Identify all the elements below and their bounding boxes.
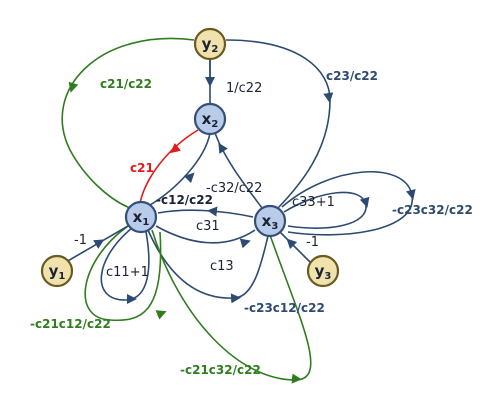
node-x3-sub: 3 [271, 221, 278, 232]
node-y3-base: y [315, 262, 325, 280]
node-y2-sub: 2 [211, 44, 218, 55]
edge-x2-x1 [139, 129, 199, 204]
node-y3: y3 [306, 254, 340, 288]
svg-text:y3: y3 [315, 262, 332, 282]
label-x3-outer-loop: -c23c32/c22 [392, 203, 473, 217]
node-x1-sub: 1 [142, 217, 149, 228]
edge-x1-green-loop [84, 225, 162, 322]
edge-y2-x1 [61, 37, 195, 209]
label-x1-x3: c13 [210, 259, 234, 274]
label-x1-x3-lower: -c23c12/c22 [244, 301, 325, 315]
svg-text:y1: y1 [49, 262, 66, 282]
label-x2-x1: c21 [130, 161, 154, 175]
node-x1: x1 [124, 200, 158, 234]
edge-x1-x3 [155, 225, 256, 244]
svg-text:x2: x2 [202, 110, 219, 130]
node-x3: x3 [253, 204, 287, 238]
node-x1-base: x [133, 208, 143, 226]
label-x1-green-loop: -c21c12/c22 [30, 317, 111, 331]
edge-x1-x3-arrow [239, 238, 251, 249]
edge-x1-self-loop [100, 227, 150, 301]
label-y1-x1: -1 [74, 233, 87, 248]
node-x3-base: x [262, 212, 272, 230]
node-y1: y1 [40, 254, 74, 288]
label-x3-x1: c31 [196, 219, 220, 234]
label-x1-self-loop: c11+1 [106, 265, 149, 280]
label-x3-x2: -c32/c22 [206, 181, 262, 196]
svg-text:x3: x3 [262, 212, 279, 232]
label-y2-x2: 1/c22 [226, 81, 262, 96]
label-y2-x1: c21/c22 [100, 77, 152, 91]
node-y1-sub: 1 [58, 271, 65, 282]
label-y2-x3: c23/c22 [326, 69, 378, 83]
label-x3-self-loop: c33+1 [292, 195, 335, 210]
edge-x1-green-loop-arrow [155, 310, 167, 320]
node-x2-base: x [202, 110, 212, 128]
label-x3-x1-green: -c21c32/c22 [180, 363, 261, 377]
node-y1-base: y [49, 262, 59, 280]
label-y3-x3: -1 [306, 235, 319, 250]
label-x1-x2: -c12/c22 [156, 193, 213, 207]
svg-text:x1: x1 [133, 208, 150, 228]
node-y3-sub: 3 [324, 271, 331, 282]
node-y2-base: y [202, 35, 212, 53]
node-y2: y2 [193, 27, 227, 61]
edge-x1-x3-lower [147, 229, 269, 299]
svg-text:y2: y2 [202, 35, 219, 55]
edge-x3-x2 [214, 132, 263, 209]
node-x2: x2 [193, 102, 227, 136]
edge-x3-x1 [157, 209, 254, 218]
node-x2-sub: 2 [211, 119, 218, 130]
